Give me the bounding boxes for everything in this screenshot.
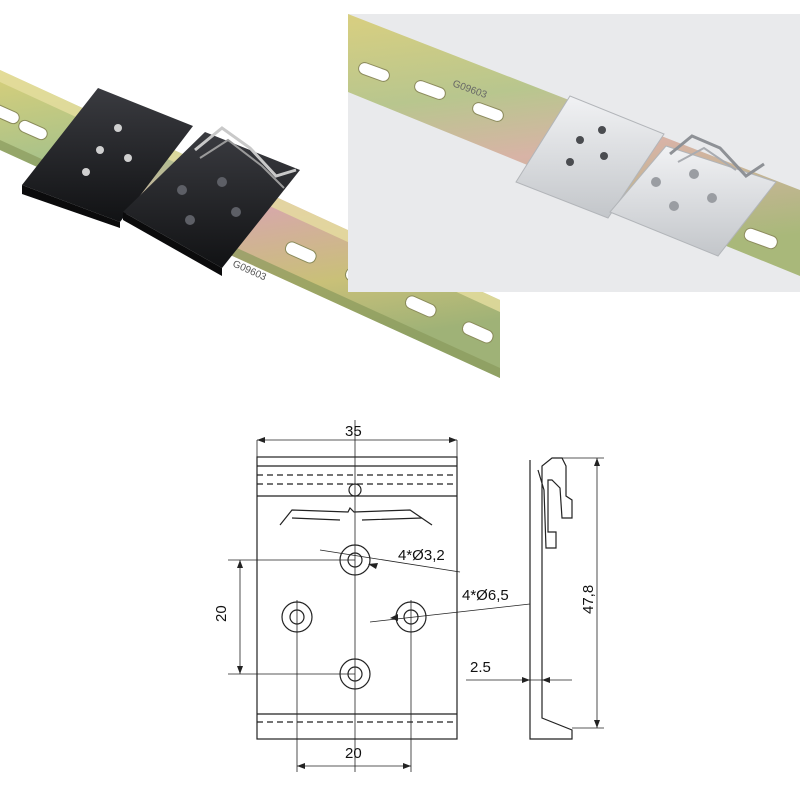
dim-hole-large: 4*Ø6,5 xyxy=(462,587,509,604)
dim-vertical-spacing: 20 xyxy=(213,605,230,622)
black-bracket-plate-right xyxy=(123,126,300,276)
dim-hole-small: 4*Ø3,2 xyxy=(398,547,445,564)
dim-width: 35 xyxy=(345,423,362,440)
bracket-side-view xyxy=(529,457,573,740)
dimension-drawing: 35 4*Ø3,2 4*Ø6,5 20 20 47,8 2.5 xyxy=(213,420,604,772)
dim-horizontal-spacing: 20 xyxy=(345,745,362,762)
silver-bracket-illustration: G09603 xyxy=(348,14,800,276)
silver-bracket-plate-right xyxy=(609,134,777,257)
mounting-holes xyxy=(281,544,427,690)
silver-bracket-photo: G09603 xyxy=(348,14,800,292)
silver-bracket-plate-left xyxy=(515,95,665,219)
technical-drawing: 35 4*Ø3,2 4*Ø6,5 20 20 47,8 2.5 xyxy=(200,400,640,780)
dim-height: 47,8 xyxy=(580,585,597,614)
black-bracket-plate-left xyxy=(22,88,193,228)
spring-clip xyxy=(279,506,433,526)
bracket-front-view xyxy=(256,456,458,740)
dim-thickness: 2.5 xyxy=(470,659,491,676)
